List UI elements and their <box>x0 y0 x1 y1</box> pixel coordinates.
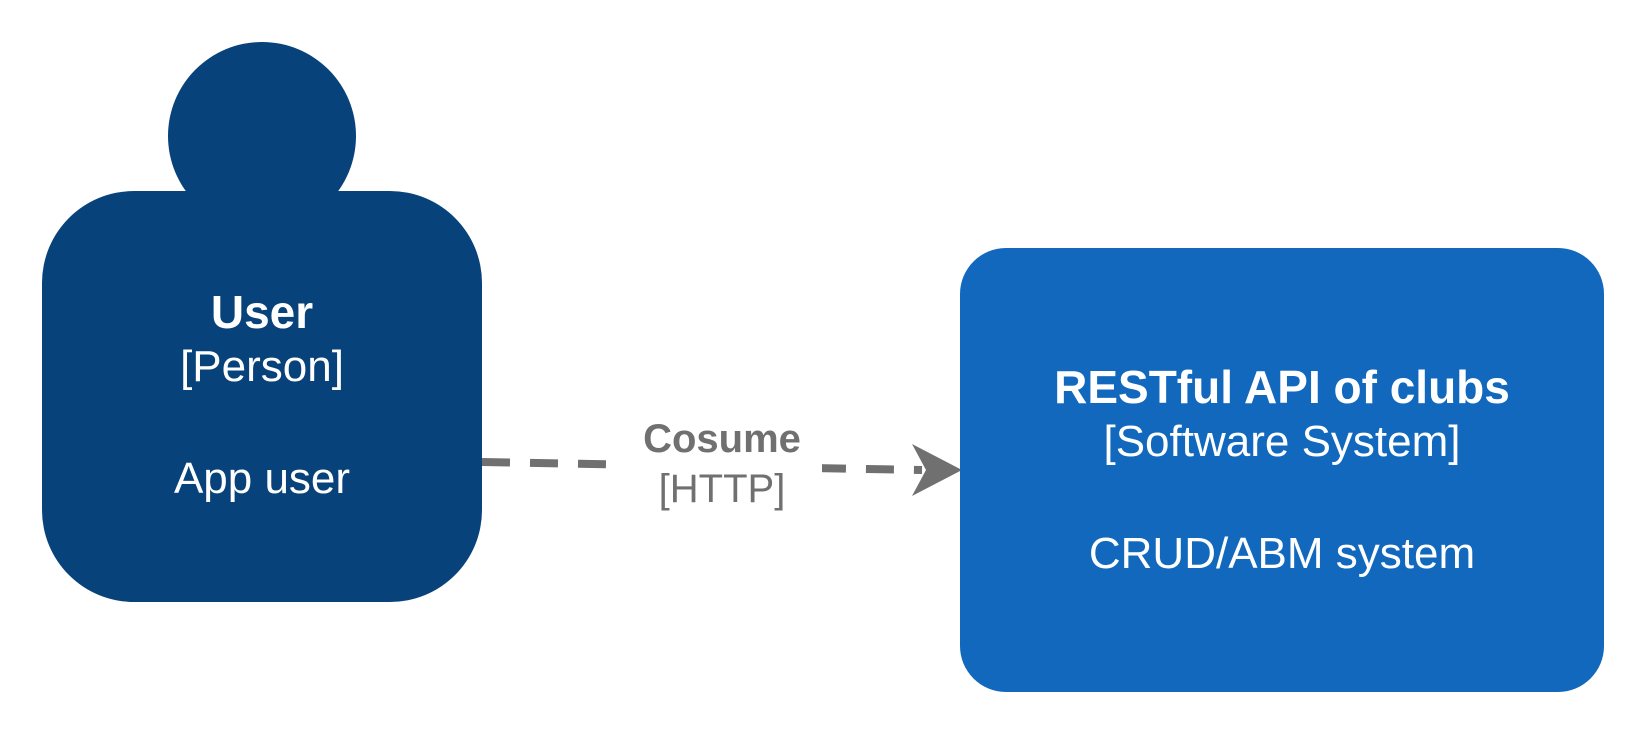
person-description: App user <box>173 454 351 503</box>
system-type: [Software System] <box>1103 417 1461 466</box>
software-system-node[interactable]: RESTful API of clubs [Software System] C… <box>960 248 1604 692</box>
relationship-line <box>481 458 923 474</box>
relationship-label[interactable]: Cosume [HTTP] <box>622 414 822 514</box>
arrowhead-icon <box>912 444 962 496</box>
person-user-node[interactable]: User [Person] App user <box>42 191 482 602</box>
relationship-title: Cosume <box>643 417 801 461</box>
person-type: [Person] <box>180 342 344 391</box>
person-text: User [Person] App user <box>42 285 482 507</box>
person-name: User <box>210 286 314 338</box>
system-description: CRUD/ABM system <box>1088 529 1476 578</box>
system-text: RESTful API of clubs [Software System] C… <box>960 360 1604 582</box>
relationship-technology: [HTTP] <box>658 467 786 511</box>
system-name: RESTful API of clubs <box>1054 361 1510 413</box>
